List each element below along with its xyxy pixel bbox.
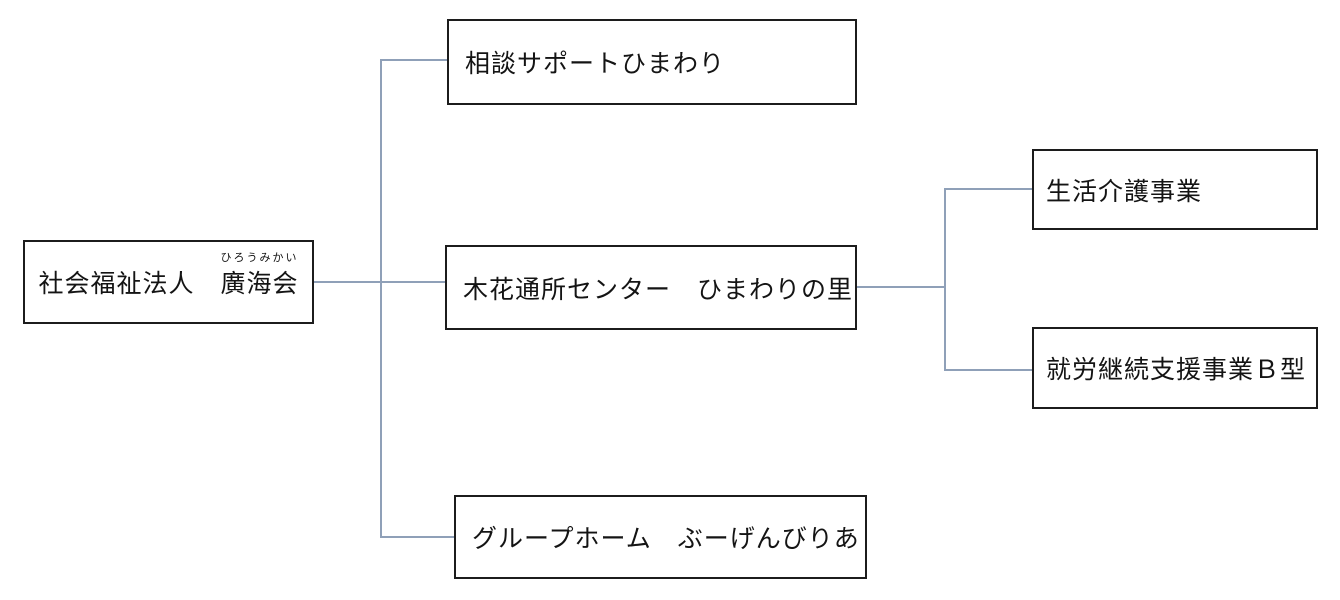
root-org-prefix: 社会福祉法人	[38, 271, 221, 298]
sub-branch-box-employment-support: 就労継続支援事業Ｂ型	[1032, 327, 1318, 409]
sub-branch-label-care-service: 生活介護事業	[1046, 178, 1203, 206]
connector-branch-top	[380, 59, 447, 61]
connector-center-to-subtrunk	[857, 286, 946, 288]
connector-branch-bottom	[380, 536, 454, 538]
sub-branch-box-care-service: 生活介護事業	[1032, 149, 1318, 230]
connector-main-trunk	[380, 59, 382, 538]
connector-root-to-center	[313, 281, 445, 283]
connector-sub-top	[944, 188, 1032, 190]
sub-branch-label-employment-support: 就労継続支援事業Ｂ型	[1046, 357, 1307, 384]
root-org-box: 社会福祉法人 廣海会 ひろうみかい	[23, 240, 314, 324]
connector-sub-trunk	[944, 188, 946, 371]
branch-label-group-home: グループホーム ぶーげんびりあ	[472, 526, 860, 553]
branch-box-group-home: グループホーム ぶーげんびりあ	[454, 495, 867, 579]
branch-label-day-center: 木花通所センター ひまわりの里	[463, 276, 854, 304]
connector-sub-bottom	[944, 369, 1032, 371]
root-org-furigana: ひろうみかい	[220, 252, 299, 264]
branch-box-consultation: 相談サポートひまわり	[447, 19, 857, 105]
branch-label-consultation: 相談サポートひまわり	[465, 51, 726, 78]
branch-box-day-center: 木花通所センター ひまわりの里	[445, 245, 857, 330]
root-org-name-text: 廣海会	[220, 271, 299, 298]
root-org-name: 廣海会 ひろうみかい	[220, 252, 299, 300]
